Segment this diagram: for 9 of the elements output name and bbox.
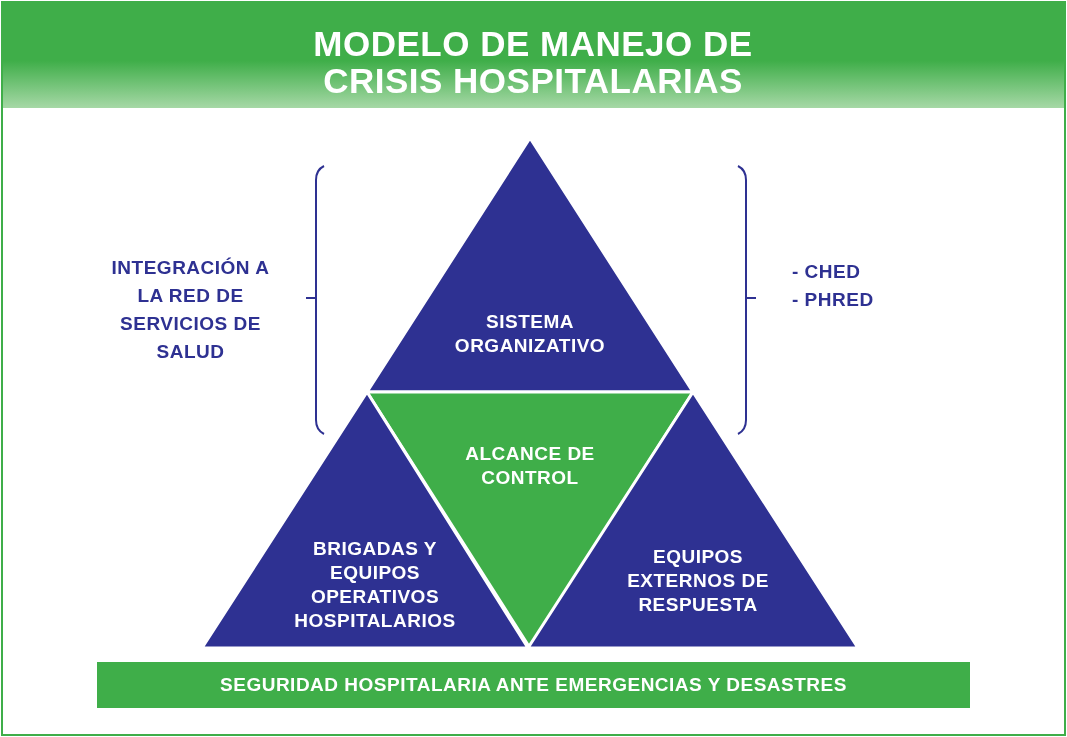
- triangle-label: ALCANCE DE CONTROL: [464, 442, 596, 490]
- side-note: - PHRED: [792, 288, 875, 312]
- side-note: - CHED: [792, 260, 862, 284]
- title: MODELO DE MANEJO DE CRISIS HOSPITALARIAS: [312, 25, 754, 99]
- triangle-label: BRIGADAS Y EQUIPOS OPERATIVOS HOSPITALARIOS: [293, 537, 457, 633]
- side-note: INTEGRACIÓN A LA RED DE SERVICIOS DE SALUD: [110, 256, 271, 364]
- triangle-label: SISTEMA ORGANIZATIVO: [453, 310, 607, 358]
- triangle-label: EQUIPOS EXTERNOS DE RESPUESTA: [626, 545, 770, 617]
- banner-bar: SEGURIDAD HOSPITALARIA ANTE EMERGENCIAS Y DESASTRES: [97, 662, 970, 708]
